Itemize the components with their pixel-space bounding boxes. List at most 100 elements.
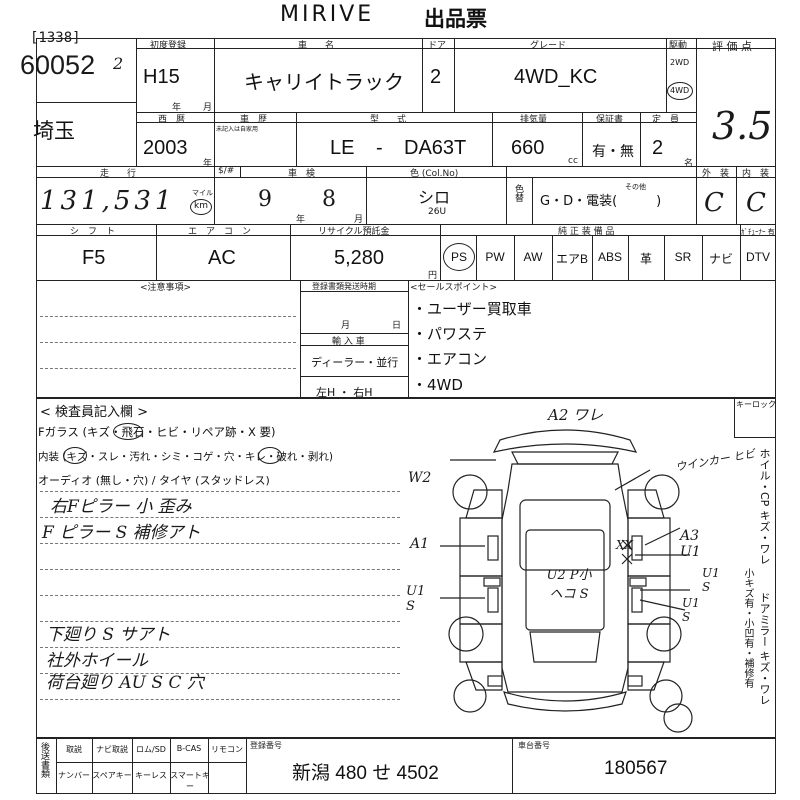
recycle-unit: 円	[428, 271, 438, 281]
inspector-title: < 検査員記入欄 >	[40, 405, 149, 420]
mileage-km-circle	[190, 199, 212, 215]
chassis-note: 未記入は自家用	[216, 126, 259, 133]
side-note-3: 小キズ有・小凹有・補修有	[742, 568, 753, 688]
capacity-unit: 名	[684, 159, 694, 169]
inspection-month: 8	[322, 187, 336, 212]
region: 埼玉	[33, 119, 75, 143]
car-name-label: 車 名	[298, 41, 335, 51]
side-note-1: ホイル・CP キズ・ワレ	[758, 448, 771, 565]
inspector-glass-line: Fガラス (キズ・飛石・ヒビ・リペア跡・X 要)	[38, 425, 276, 439]
equipment-abs: ABS	[597, 250, 622, 264]
year-value: 2003	[143, 137, 188, 159]
ac-value: AC	[208, 247, 236, 269]
drive-2wd: 2WD	[670, 58, 690, 67]
displacement-label: 排気量	[520, 115, 548, 125]
drive-label: 駆動	[669, 41, 688, 51]
color-value: シロ	[418, 188, 451, 207]
inspection-label: 車 検	[288, 169, 316, 179]
interior-mark-1	[63, 447, 87, 464]
mileage-label: 走 行	[100, 169, 137, 179]
sales-point-1: ・ユーザー買取車	[412, 300, 532, 318]
interior-mark-2	[258, 447, 282, 464]
mark-a2: A2 ワレ	[548, 406, 604, 424]
car-name-value: キャリイトラック	[244, 72, 404, 94]
exterior-value: C	[704, 188, 724, 218]
mark-a1: A1	[410, 536, 430, 552]
recolor-label: 色替	[513, 184, 523, 202]
mark-right-1: U1 S	[702, 566, 720, 594]
first-reg-value: H15	[143, 66, 180, 88]
footer-keyless: キーレス	[135, 771, 167, 780]
chassis-label: 車 歴	[240, 115, 268, 125]
keylock-label: キーロック	[736, 400, 776, 409]
equipment-dtv: DTV	[746, 250, 770, 264]
drive-4wd-circle	[667, 82, 693, 100]
inspection-year-unit: 年	[296, 215, 306, 225]
keylock-box	[734, 398, 776, 438]
lot-suffix: 2	[113, 54, 124, 73]
sales-point-4: ・4WD	[412, 376, 463, 394]
doors-label: ドア	[428, 41, 447, 51]
equipment-airbag: エアB	[555, 252, 588, 266]
form-title: 出品票	[424, 7, 487, 31]
capacity-label: 定 員	[652, 115, 680, 125]
first-reg-label: 初度登録	[150, 41, 187, 51]
sharp-label: $/#	[218, 166, 235, 176]
mark-w2: W2	[408, 470, 432, 486]
displacement-value: 660	[511, 137, 545, 159]
tuner-label: ｶﾞﾁｭｰﾅｰ 有	[741, 228, 775, 236]
glass-mark	[113, 423, 143, 440]
sales-point-3: ・エアコン	[412, 350, 488, 368]
hw-note-4: 社外ホイール	[46, 651, 148, 671]
model-dash: -	[376, 137, 383, 159]
interior-value: C	[746, 188, 766, 218]
equipment-ps: PS	[450, 250, 467, 264]
recycle-label: リサイクル預託金	[318, 227, 390, 237]
model-value: DA63T	[404, 137, 467, 159]
mileage-unit-mile: マイル	[192, 189, 213, 197]
hw-note-5: 荷台廻り AU S C 穴	[46, 673, 204, 693]
inspector-audio-line: オーディオ (無し・穴) / タイヤ (スタッドレス)	[38, 474, 270, 487]
footer-remote: リモコン	[211, 745, 243, 754]
footer-manual: 取説	[66, 745, 82, 754]
sales-point-2: ・パワステ	[412, 325, 488, 343]
year-label-2: 西 暦	[158, 115, 186, 125]
side-note-2: ドアミラー キズ・ワレ	[758, 592, 771, 706]
footer-spare-key: スペアキー	[92, 771, 132, 780]
mark-center: U2 P小ヘコ S	[546, 568, 592, 602]
recycle-value: 5,280	[334, 247, 385, 269]
color-label: 色 (Col.No)	[410, 169, 459, 179]
recolor-value: G・D・電装( )	[540, 194, 662, 209]
plate-value: 新潟 480 せ 4502	[292, 763, 439, 784]
footer-bcas: B-CAS	[176, 744, 202, 753]
hw-note-1: 右Fピラー 小 歪み	[50, 497, 192, 517]
vehicle-info-grid	[36, 38, 776, 398]
delivery-label: 後送書類	[39, 742, 49, 778]
mark-xx: XX	[616, 538, 634, 552]
mileage-value: 131,531	[40, 186, 176, 216]
doors-value: 2	[430, 66, 442, 88]
shift-label: シ フ ト	[70, 227, 116, 237]
mark-a3: A3 U1	[680, 528, 701, 560]
ac-label: エ ア コ ン	[188, 227, 252, 237]
equipment-aw: AW	[523, 250, 543, 264]
mark-left-lower: U1 S	[406, 584, 426, 614]
grade-value: 4WD_KC	[514, 66, 598, 88]
warranty-value: 有・無	[592, 144, 634, 160]
footer-box	[36, 738, 776, 794]
year-unit: 年	[203, 159, 213, 169]
equipment-pw: PW	[485, 250, 505, 264]
doc-month: 月	[341, 321, 351, 331]
equipment-label: 純 正 装 備 品	[558, 227, 615, 237]
inspector-box	[36, 398, 776, 738]
ps-circle	[443, 243, 475, 271]
footer-navi-manual: ナビ取説	[96, 745, 128, 754]
displacement-unit: cc	[568, 156, 578, 166]
footer-rom: ロム/SD	[136, 745, 166, 754]
chassis-no-value: 180567	[604, 758, 668, 779]
drive-4wd: 4WD	[670, 86, 690, 95]
score-value: 3.5	[712, 104, 773, 148]
color-code: 26U	[428, 207, 447, 217]
exterior-label: 外 装	[702, 169, 730, 179]
inspection-month-unit: 月	[354, 215, 364, 225]
